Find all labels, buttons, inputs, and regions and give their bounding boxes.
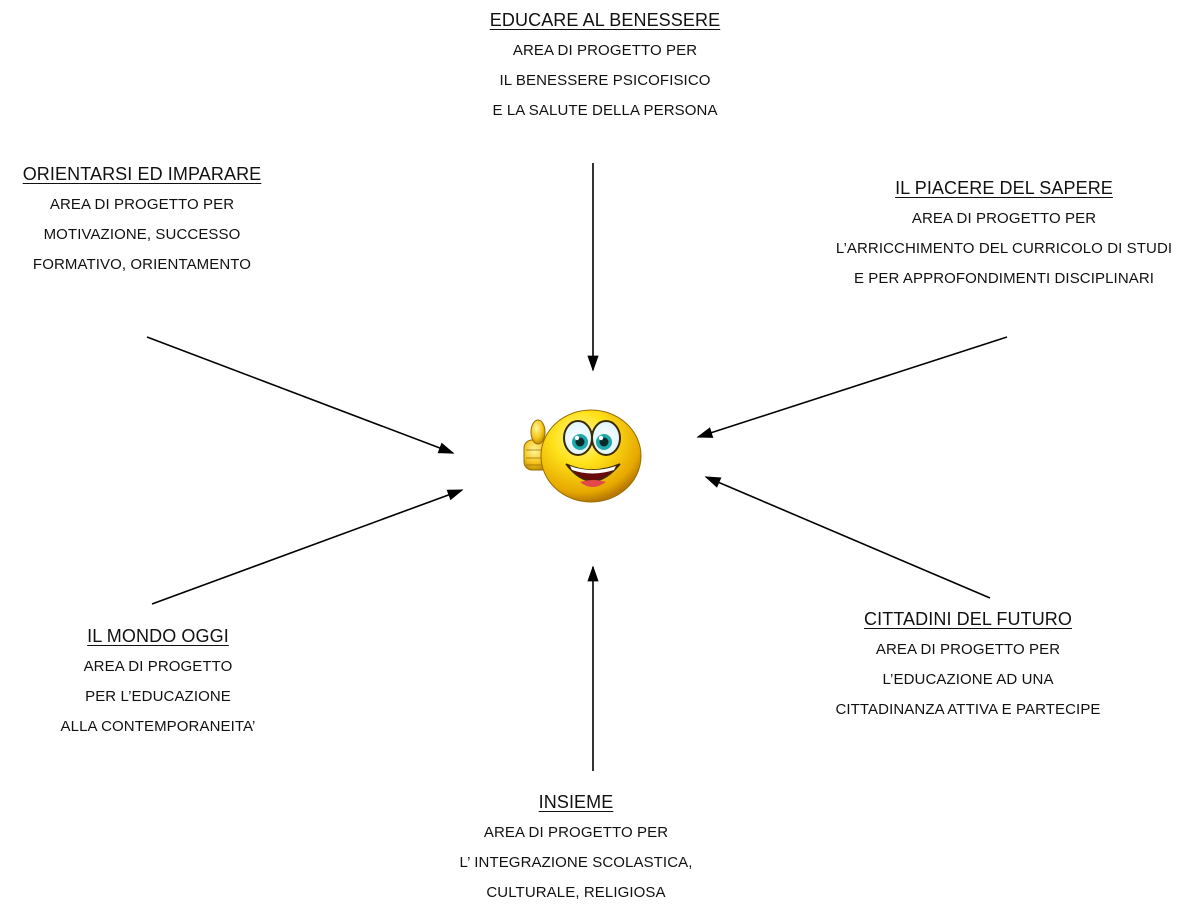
area-title: EDUCARE AL BENESSERE <box>489 10 721 30</box>
area-cittadini-del-futuro: CITTADINI DEL FUTURO AREA DI PROGETTO PE… <box>835 609 1100 732</box>
area-line: ALLA CONTEMPORANEITA’ <box>60 718 256 735</box>
arrow-piacere <box>696 336 1008 438</box>
area-title: ORIENTARSI ED IMPARARE <box>22 164 262 184</box>
area-title: CITTADINI DEL FUTURO <box>863 609 1072 629</box>
area-line: L’ INTEGRAZIONE SCOLASTICA, <box>459 854 693 871</box>
area-line: L’ARRICCHIMENTO DEL CURRICOLO DI STUDI <box>835 240 1173 257</box>
area-line: L’EDUCAZIONE AD UNA <box>882 671 1054 688</box>
area-line: PER L’EDUCAZIONE <box>85 688 231 705</box>
area-line: AREA DI PROGETTO <box>83 658 233 675</box>
area-il-piacere-del-sapere: IL PIACERE DEL SAPERE AREA DI PROGETTO P… <box>836 178 1172 301</box>
area-title: INSIEME <box>538 792 614 812</box>
area-line: AREA DI PROGETTO PER <box>875 641 1061 658</box>
thumbs-up-smiley-icon <box>523 409 642 503</box>
area-line: AREA DI PROGETTO PER <box>512 42 698 59</box>
area-insieme: INSIEME AREA DI PROGETTO PER L’ INTEGRAZ… <box>459 792 692 915</box>
area-line: IL BENESSERE PSICOFISICO <box>499 72 711 89</box>
area-line: AREA DI PROGETTO PER <box>49 196 235 213</box>
area-line: E LA SALUTE DELLA PERSONA <box>492 102 718 119</box>
area-line: FORMATIVO, ORIENTAMENTO <box>32 256 252 273</box>
area-line: CITTADINANZA ATTIVA E PARTECIPE <box>835 701 1101 718</box>
area-line: AREA DI PROGETTO PER <box>483 824 669 841</box>
arrow-mondo <box>151 489 464 605</box>
area-line: AREA DI PROGETTO PER <box>911 210 1097 227</box>
arrow-cittadini <box>704 476 991 599</box>
area-educare-al-benessere: EDUCARE AL BENESSERE AREA DI PROGETTO PE… <box>490 10 720 133</box>
area-orientarsi-ed-imparare: ORIENTARSI ED IMPARARE AREA DI PROGETTO … <box>23 164 262 287</box>
arrow-orientarsi <box>146 336 455 454</box>
area-title: IL MONDO OGGI <box>87 626 229 646</box>
area-title: IL PIACERE DEL SAPERE <box>895 178 1113 198</box>
area-line: MOTIVAZIONE, SUCCESSO <box>43 226 241 243</box>
area-line: CULTURALE, RELIGIOSA <box>486 884 666 901</box>
area-il-mondo-oggi: IL MONDO OGGI AREA DI PROGETTO PER L’EDU… <box>61 626 256 749</box>
area-line: E PER APPROFONDIMENTI DISCIPLINARI <box>853 270 1155 287</box>
